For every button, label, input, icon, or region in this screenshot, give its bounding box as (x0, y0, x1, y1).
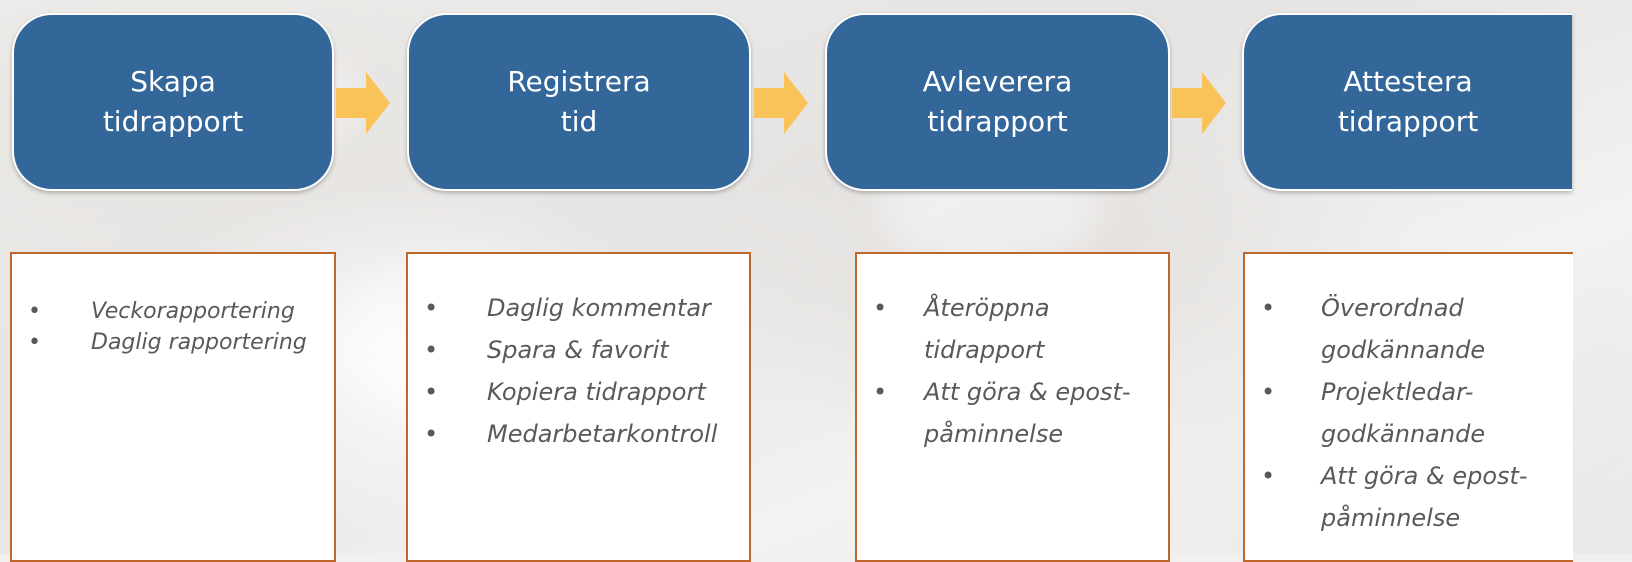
step-label-line2: tidrapport (927, 105, 1068, 138)
step-avleverera-tidrapport: Avleverera tidrapport (825, 13, 1170, 191)
list-item: • Daglig rapportering (12, 327, 307, 358)
list-item: • Att göra & epost-påminnelse (857, 371, 1131, 455)
list-item: • Daglig kommentar (408, 287, 717, 329)
right-arrow-icon (1172, 72, 1226, 134)
bullet-icon: • (424, 420, 439, 448)
list-item: • Medarbetarkontroll (408, 413, 717, 455)
list-item-text: Projektledar- (1321, 378, 1474, 406)
list-item-text: Spara & favorit (487, 336, 669, 364)
bullet-list: • Veckorapportering • Daglig rapportering (12, 296, 307, 358)
list-item: • Veckorapportering (12, 296, 307, 327)
bullet-icon: • (424, 378, 439, 406)
list-item-text: Veckorapportering (91, 299, 295, 324)
step-attestera-tidrapport: Attestera tidrapport (1242, 13, 1572, 191)
step-label-line1: Attestera (1343, 65, 1473, 98)
right-arrow-icon (336, 72, 390, 134)
list-item-text: Överordnad (1321, 294, 1464, 322)
list-item-text: Daglig kommentar (487, 294, 711, 322)
right-arrow-icon (754, 72, 808, 134)
step-registrera-tid: Registrera tid (407, 13, 751, 191)
bullet-icon: • (1261, 462, 1276, 490)
list-item: • Att göra & epost-påminnelse (1245, 455, 1528, 539)
list-item-text: Att göra & epost- (1321, 462, 1528, 490)
bullet-icon: • (873, 378, 888, 406)
list-item-text-continued: godkännande (1321, 336, 1486, 364)
bullet-icon: • (424, 336, 439, 364)
list-item-text-continued: påminnelse (924, 420, 1064, 448)
list-item-text: Återöppna (924, 294, 1050, 322)
list-item-text: Medarbetarkontroll (487, 420, 718, 448)
bullet-icon: • (873, 294, 888, 322)
list-item-text: Kopiera tidrapport (487, 378, 706, 406)
bullet-icon: • (424, 294, 439, 322)
list-item-text: Att göra & epost- (924, 378, 1131, 406)
step-label-line2: tid (560, 105, 598, 138)
list-item-text-continued: påminnelse (1321, 504, 1461, 532)
step-label-line1: Skapa (130, 65, 216, 98)
detail-card-avleverera: • Återöppna tidrapport • Att göra & epost-p… (855, 252, 1170, 562)
bullet-icon: • (1261, 294, 1276, 322)
step-label-line2: tidrapport (1337, 105, 1479, 138)
step-skapa-tidrapport: Skapa tidrapport (12, 13, 334, 191)
bullet-list: • Daglig kommentar • Spara & favorit • Kopi… (408, 287, 717, 455)
list-item: • Återöppna tidrapport (857, 287, 1131, 371)
list-item: • Spara & favorit (408, 329, 717, 371)
detail-card-skapa: • Veckorapportering • Daglig rapportering (10, 252, 336, 562)
bullet-list: • Överordnad godkännande • Projektledar-god… (1245, 287, 1528, 539)
list-item-text-continued: godkännande (1321, 420, 1486, 448)
list-item: • Projektledar-godkännande (1245, 371, 1528, 455)
step-label-line2: tidrapport (102, 105, 244, 138)
list-item: • Kopiera tidrapport (408, 371, 717, 413)
list-item-text: Daglig rapportering (91, 330, 307, 355)
step-label-line1: Registrera (507, 65, 651, 98)
bullet-icon: • (28, 299, 41, 324)
step-label-line1: Avleverera (922, 65, 1073, 98)
bullet-icon: • (28, 330, 41, 355)
bullet-icon: • (1261, 378, 1276, 406)
list-item: • Överordnad godkännande (1245, 287, 1528, 371)
bullet-list: • Återöppna tidrapport • Att göra & epost-p… (857, 287, 1131, 455)
list-item-text-continued: tidrapport (924, 336, 1045, 364)
detail-card-registrera: • Daglig kommentar • Spara & favorit • Kopi… (406, 252, 751, 562)
detail-card-attestera: • Överordnad godkännande • Projektledar-god… (1243, 252, 1573, 562)
